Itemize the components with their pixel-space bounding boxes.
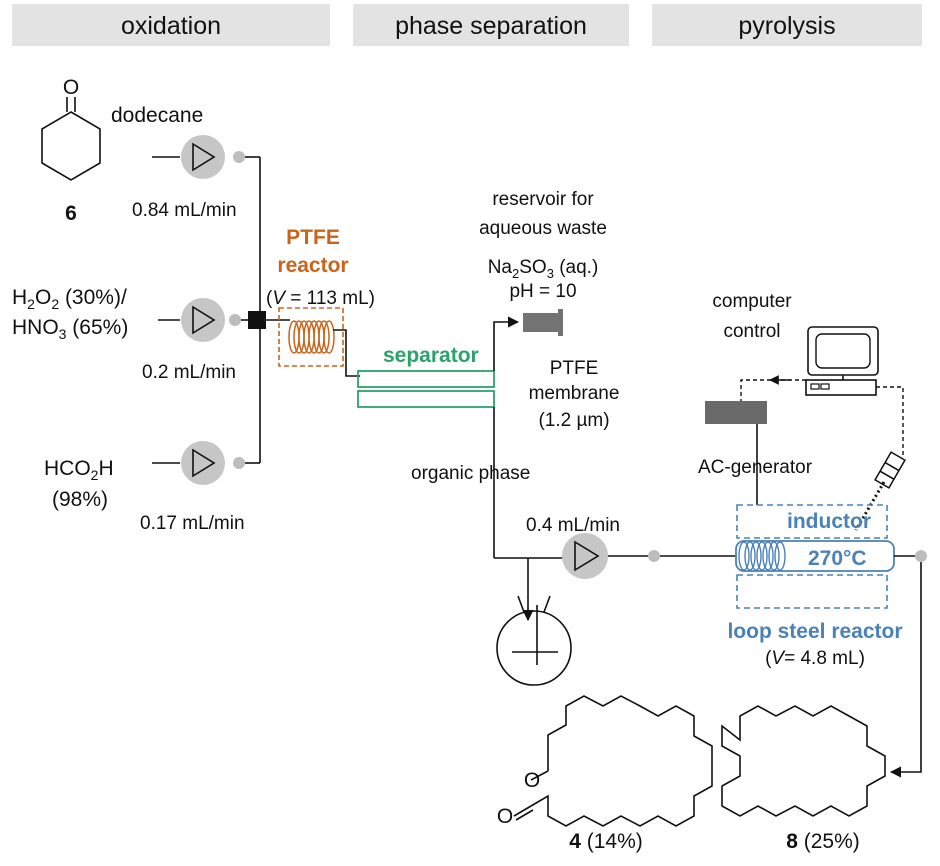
reactor-temperature: 270°C bbox=[808, 547, 867, 570]
header-phase-separation-label: phase separation bbox=[395, 12, 587, 40]
dodecane-label: dodecane bbox=[111, 104, 203, 127]
computer-label-2: control bbox=[723, 321, 780, 342]
ac-generator-label: AC-generator bbox=[698, 457, 813, 478]
pyrometer-icon bbox=[874, 451, 906, 489]
oxidant-hno3: HNO3 (65%) bbox=[12, 316, 128, 342]
flow-rate-3: 0.17 mL/min bbox=[140, 513, 245, 534]
flow-rate-1: 0.84 mL/min bbox=[132, 200, 237, 221]
header-oxidation-label: oxidation bbox=[121, 12, 221, 40]
inductor-bottom bbox=[736, 574, 888, 609]
separator-label: separator bbox=[383, 344, 479, 367]
cycloalkane-structure bbox=[721, 705, 886, 817]
pump-2 bbox=[181, 298, 225, 342]
pump-4 bbox=[562, 533, 608, 579]
flow-rate-2: 0.2 mL/min bbox=[142, 362, 236, 383]
formic-acid-label: HCO2H bbox=[44, 457, 114, 483]
pump-3 bbox=[181, 441, 225, 485]
flow-rate-4: 0.4 mL/min bbox=[526, 515, 620, 536]
reservoir-label-2: aqueous waste bbox=[479, 218, 607, 239]
waste-valve bbox=[523, 313, 558, 332]
collection-flask bbox=[496, 595, 572, 686]
cyclohexanone-structure: O bbox=[41, 76, 101, 181]
ptfe-reactor-title: PTFE bbox=[286, 226, 340, 249]
reservoir-label-1: reservoir for bbox=[492, 189, 594, 210]
header-phase-separation: phase separation bbox=[353, 4, 629, 46]
ptfe-coil-reactor bbox=[278, 307, 344, 367]
ac-generator-box bbox=[705, 401, 767, 424]
organic-phase-label: organic phase bbox=[411, 463, 530, 484]
product-4-label: 4 (14%) bbox=[569, 830, 643, 853]
ring-oxygen-atom: O bbox=[524, 769, 540, 792]
header-pyrolysis: pyrolysis bbox=[652, 4, 922, 46]
computer-icon bbox=[805, 326, 879, 396]
sodium-sulfite-label: Na2SO3 (aq.) bbox=[488, 257, 599, 281]
inductor-top bbox=[736, 504, 888, 539]
membrane-label-1: PTFE bbox=[550, 358, 599, 379]
pump-1 bbox=[181, 135, 225, 179]
header-pyrolysis-label: pyrolysis bbox=[738, 12, 835, 40]
membrane-label-3: (1.2 µm) bbox=[538, 410, 609, 431]
oxidant-h2o2: H2O2 (30%)/ bbox=[12, 286, 127, 312]
membrane-separator bbox=[357, 370, 495, 408]
carbonyl-oxygen-atom: O bbox=[63, 76, 79, 99]
steel-reactor-volume: (V= 4.8 mL) bbox=[765, 648, 865, 669]
product-8-label: 8 (25%) bbox=[786, 830, 860, 853]
t-mixer bbox=[248, 311, 266, 329]
formic-acid-conc: (98%) bbox=[52, 488, 108, 511]
ph-label: pH = 10 bbox=[509, 281, 576, 302]
ptfe-reactor-volume: (V = 113 mL) bbox=[266, 288, 375, 309]
computer-label-1: computer bbox=[712, 291, 792, 312]
steel-reactor-label: loop steel reactor bbox=[727, 620, 902, 643]
macrolactone-structure bbox=[513, 695, 713, 827]
membrane-label-2: membrane bbox=[529, 383, 620, 404]
carbonyl-oxygen-atom-4: O bbox=[497, 805, 513, 828]
header-oxidation: oxidation bbox=[12, 4, 330, 46]
ptfe-reactor-subtitle: reactor bbox=[277, 254, 348, 277]
inductor-label: inductor bbox=[787, 510, 871, 533]
compound-6-number: 6 bbox=[65, 202, 77, 225]
